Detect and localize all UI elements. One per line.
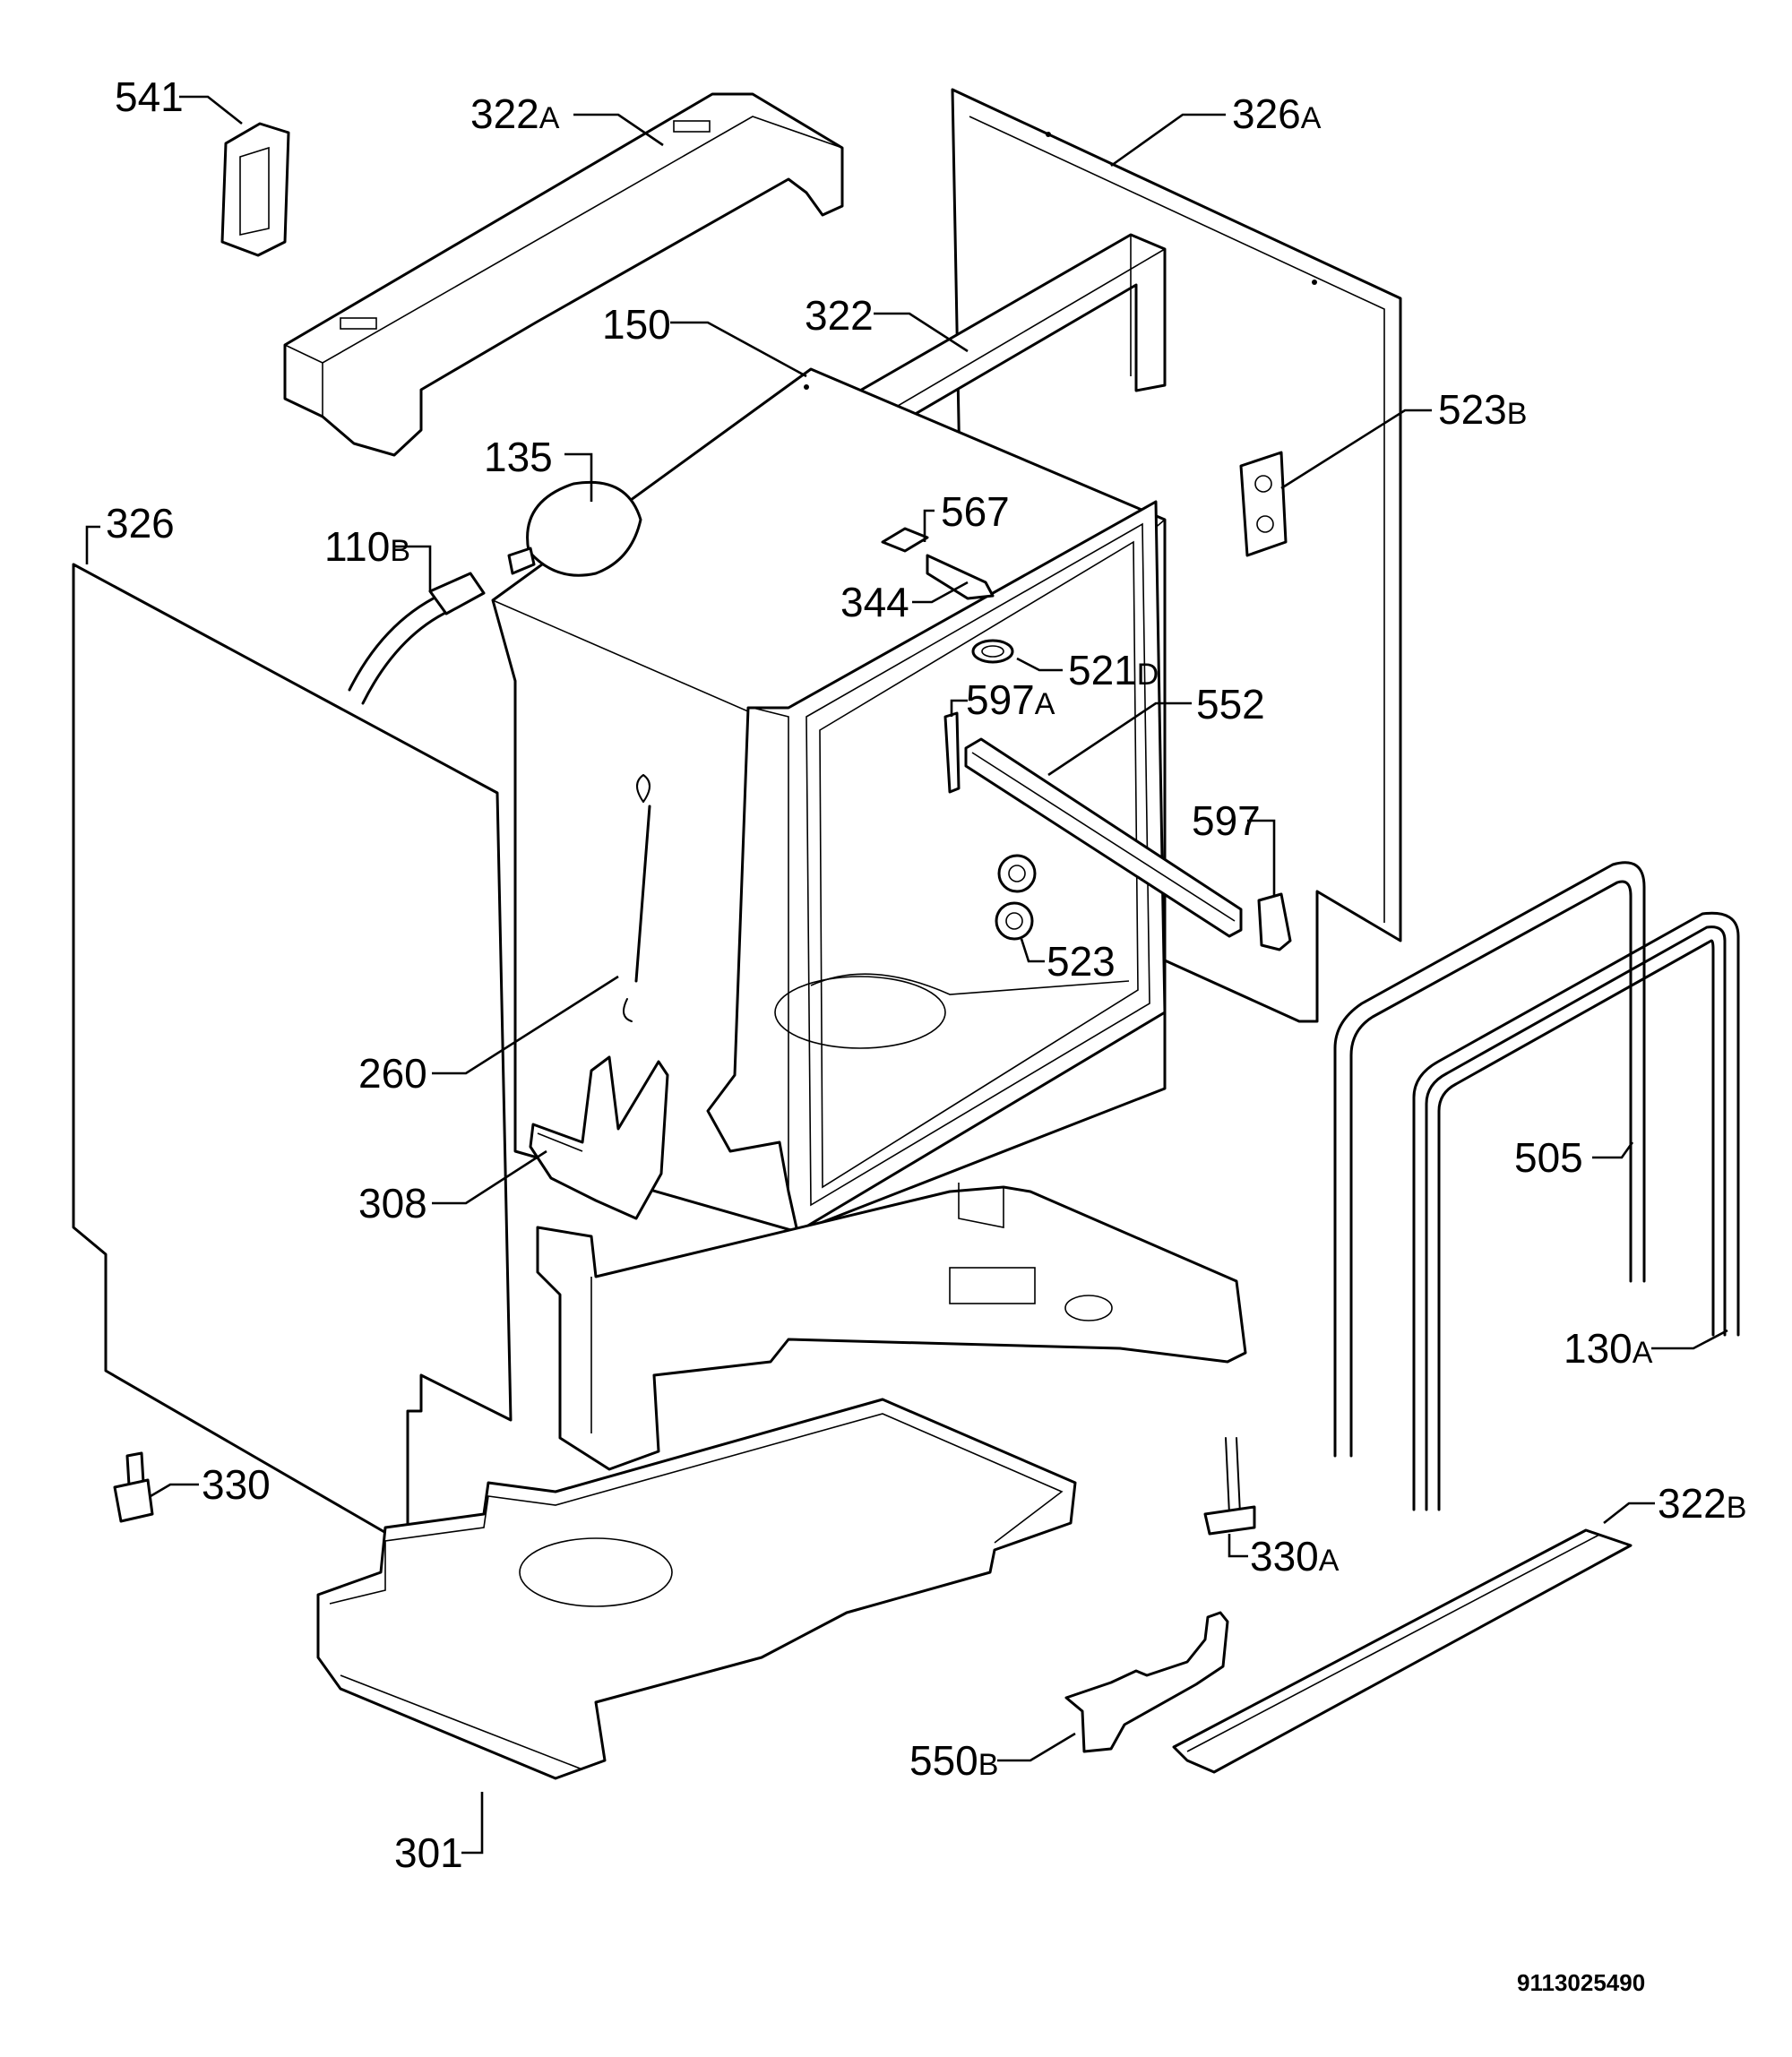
callout-130a: 130A	[1564, 1325, 1653, 1372]
callout-541: 541	[115, 73, 184, 120]
part-541-clip	[220, 122, 290, 257]
callout-260: 260	[358, 1050, 427, 1097]
callout-505: 505	[1514, 1134, 1583, 1181]
part-521d-ring	[971, 639, 1014, 664]
part-330a-foot	[1203, 1437, 1256, 1536]
part-110b-hose	[348, 572, 486, 705]
part-330-foot	[113, 1451, 154, 1523]
part-597-clip	[1257, 892, 1292, 951]
callout-523b: 523B	[1438, 386, 1527, 433]
callout-110b: 110B	[324, 523, 410, 570]
callout-301: 301	[394, 1829, 463, 1876]
part-130a-gasket	[1412, 911, 1740, 1511]
part-597a-clip	[943, 711, 961, 794]
part-260-spring	[623, 774, 651, 1022]
leader-lines	[85, 95, 1728, 1855]
part-523b-grommet	[1239, 451, 1288, 557]
callout-521d: 521D	[1068, 647, 1159, 693]
callout-597: 597	[1192, 797, 1261, 844]
callout-523: 523	[1047, 938, 1116, 985]
callout-597a: 597A	[966, 676, 1055, 723]
callout-552: 552	[1196, 681, 1265, 727]
part-base-tray	[536, 1183, 1247, 1471]
part-135-float	[507, 480, 642, 577]
callout-326a: 326A	[1232, 90, 1322, 137]
callout-330: 330	[202, 1461, 271, 1508]
part-552-rail	[964, 737, 1243, 938]
callout-150: 150	[602, 301, 671, 348]
part-326-side-panel	[72, 563, 513, 1547]
callout-344: 344	[840, 579, 909, 625]
callout-322b: 322B	[1658, 1480, 1746, 1527]
part-301-drip-tray	[316, 1398, 1077, 1780]
part-308-hinge	[529, 1055, 669, 1220]
part-door-frame	[706, 500, 1167, 1234]
callout-322a: 322A	[470, 90, 560, 137]
callout-550b: 550B	[909, 1737, 998, 1784]
callout-308: 308	[358, 1180, 427, 1226]
part-567-bracket	[881, 527, 995, 600]
part-505-gasket	[1333, 861, 1646, 1458]
callout-labels: 541 322A 326A 150 322 523B 135 326 567 1…	[106, 73, 1746, 1876]
callout-326: 326	[106, 500, 175, 547]
callout-135: 135	[484, 434, 553, 480]
part-322b-strip	[1172, 1528, 1633, 1774]
part-523-grommet	[995, 854, 1037, 941]
document-number: 9113025490	[1517, 1969, 1645, 1996]
part-550b-bracket	[1064, 1611, 1229, 1753]
part-322a-frame	[283, 92, 844, 457]
callout-330a: 330A	[1250, 1533, 1340, 1579]
callout-567: 567	[941, 488, 1010, 535]
callout-322: 322	[805, 292, 874, 339]
